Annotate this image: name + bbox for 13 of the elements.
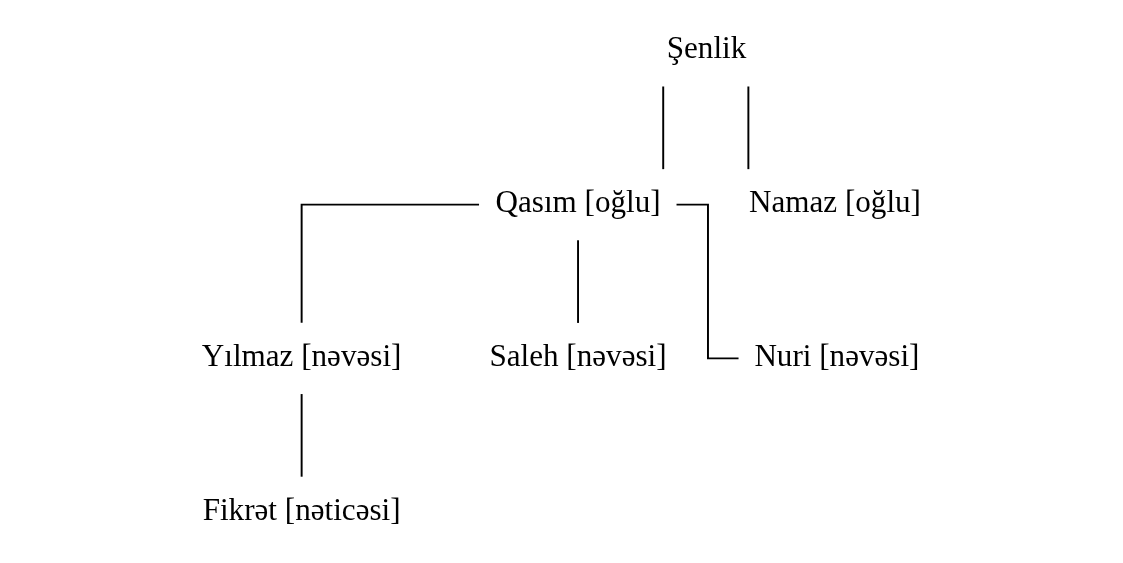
connector: [747, 85, 750, 171]
connector: [577, 239, 580, 324]
node-text: Yılmaz [nəvəsi]: [201, 337, 402, 373]
node-text: Namaz [oğlu]: [749, 184, 921, 220]
connector: [675, 203, 740, 360]
connector: [300, 203, 480, 324]
node-text: Nuri [nəvəsi]: [754, 337, 920, 373]
connector: [662, 85, 665, 171]
node-text: Qasım [oğlu]: [495, 184, 661, 220]
connector: [300, 393, 303, 478]
node-text: Saleh [nəvəsi]: [489, 337, 667, 373]
node-text: Şenlik: [666, 30, 747, 66]
node-text: Fikrət [nəticəsi]: [202, 491, 401, 527]
